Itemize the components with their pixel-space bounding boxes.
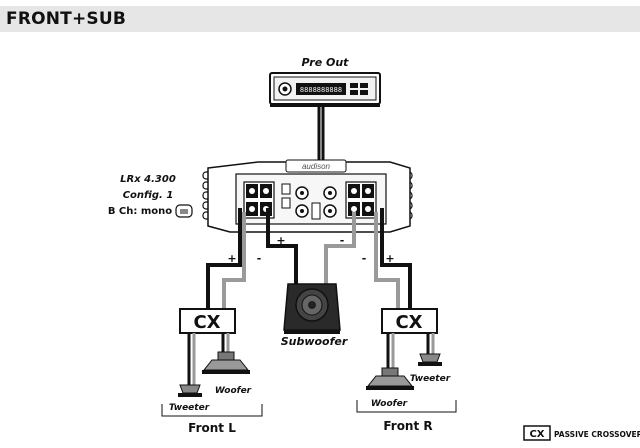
subwoofer-label: Subwoofer [281, 335, 348, 348]
woofer-right-icon [366, 367, 414, 390]
rca-inputs [281, 183, 337, 220]
subwoofer-box [283, 283, 341, 334]
header-bar: FRONT+SUB [0, 6, 640, 32]
plus-sign-fl: + [227, 252, 236, 265]
amp-config-label: Config. 1 [123, 190, 174, 201]
amplifier: audison [202, 159, 413, 233]
tweeter-left-label: Tweeter [169, 403, 210, 413]
crossover-right-label: CX [395, 312, 422, 333]
pre-out-label: Pre Out [302, 56, 350, 69]
display-screen [296, 83, 346, 95]
woofer-left-label: Woofer [215, 386, 252, 396]
head-unit: 8888888888 [269, 72, 381, 107]
crossover-left: CX [179, 308, 236, 334]
legend: CX PASSIVE CROSSOVER [523, 425, 640, 441]
bracket-front-left [161, 404, 263, 417]
display-text: 8888888888 [300, 86, 342, 94]
tweeter-right-label: Tweeter [410, 374, 451, 384]
woofer-right-label: Woofer [371, 399, 408, 409]
legend-text: PASSIVE CROSSOVER [554, 430, 640, 439]
crossover-left-label: CX [193, 312, 220, 333]
bch-mode-label: B Ch: mono [108, 206, 172, 217]
front-left-label: Front L [188, 421, 236, 435]
wire-front-right [374, 208, 412, 310]
plus-sign-sub: + [276, 234, 285, 247]
wire-front-left [206, 208, 246, 310]
minus-sign-sub: - [340, 234, 345, 247]
legend-badge: CX [529, 429, 544, 440]
terminal-block-right [345, 181, 377, 219]
wires-xover-left-out [187, 333, 230, 385]
plus-sign-fr: + [385, 252, 394, 265]
amp-brand-logo: audison [302, 162, 331, 171]
amp-model-label: LRx 4.300 [120, 174, 176, 185]
wire-subwoofer [266, 208, 356, 284]
crossover-right: CX [381, 308, 438, 334]
wires-xover-right-out [386, 333, 435, 368]
page-title: FRONT+SUB [6, 9, 127, 29]
mono-switch-icon [175, 204, 193, 218]
tweeter-right-icon [418, 353, 442, 366]
minus-sign-fr: - [362, 252, 367, 265]
minus-sign-fl: - [257, 252, 262, 265]
bracket-front-right [356, 400, 457, 413]
woofer-left-icon [202, 351, 250, 374]
tweeter-left-icon [178, 384, 202, 397]
front-right-label: Front R [383, 419, 432, 433]
